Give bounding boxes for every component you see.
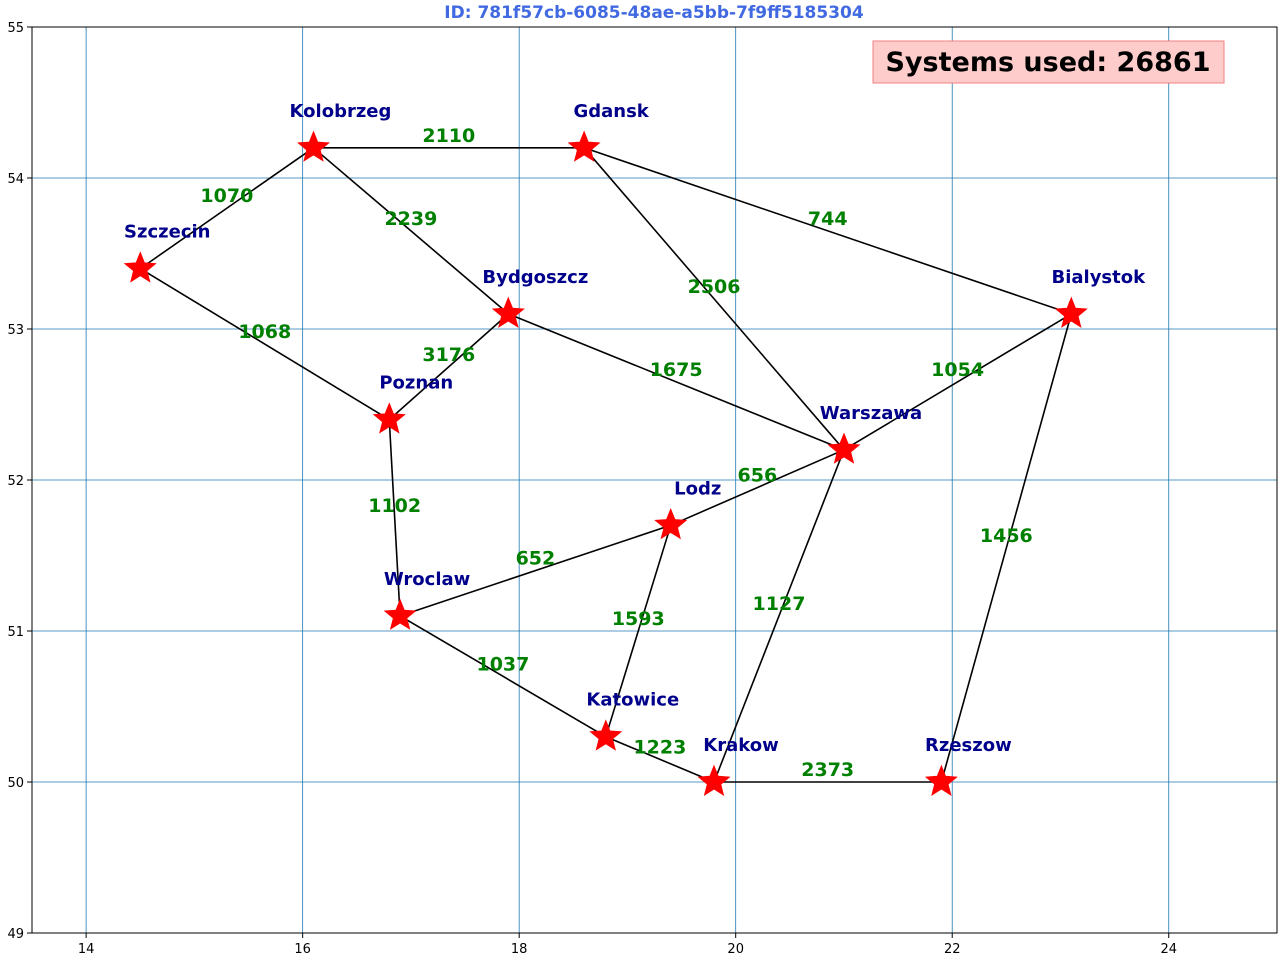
city-label-poznan: Poznan bbox=[379, 373, 453, 394]
city-label-katowice: Katowice bbox=[586, 690, 679, 711]
city-label-warszawa: Warszawa bbox=[820, 403, 922, 424]
edge-poznan-wroclaw bbox=[388, 419, 401, 616]
summary-box-background bbox=[872, 40, 1225, 84]
summary-box: Systems used: 26861 bbox=[872, 40, 1225, 84]
y-tick-label: 51 bbox=[7, 625, 24, 640]
edge-bialystok-warszawa bbox=[843, 313, 1072, 451]
edge-warszawa-lodz bbox=[670, 449, 845, 527]
edges bbox=[139, 147, 1073, 783]
x-tick-label: 14 bbox=[78, 942, 95, 957]
edge-gdansk-bialystok bbox=[583, 147, 1072, 315]
edge-labels: 1070 2110 2239 744 2506 1068 3176 1675 1054 1456 1… bbox=[200, 125, 1032, 781]
x-tick-label: 16 bbox=[294, 942, 311, 957]
city-marker-szczecin bbox=[123, 251, 157, 283]
edge-bialystok-rzeszow bbox=[940, 313, 1073, 783]
city-label-krakow: Krakow bbox=[703, 735, 778, 756]
edge-gdansk-warszawa bbox=[583, 147, 845, 451]
city-label-rzeszow: Rzeszow bbox=[925, 735, 1012, 756]
edge-katowice-krakow bbox=[605, 735, 715, 783]
city-marker-rzeszow bbox=[924, 764, 958, 796]
edge-label: 744 bbox=[808, 208, 848, 230]
city-marker-lodz bbox=[654, 507, 688, 540]
city-marker-warszawa bbox=[827, 432, 861, 464]
edge-warszawa-krakow bbox=[713, 449, 845, 783]
edge-label: 656 bbox=[738, 465, 778, 487]
edge-bydgoszcz-warszawa bbox=[508, 313, 845, 451]
summary-text: Systems used: 26861 bbox=[885, 47, 1210, 78]
edge-label: 1102 bbox=[368, 495, 421, 517]
axis-ticks: 14 16 18 20 22 24 49 50 51 52 53 54 55 bbox=[7, 21, 1177, 957]
city-label-lodz: Lodz bbox=[674, 478, 721, 499]
x-tick-label: 18 bbox=[511, 942, 528, 957]
city-marker-poznan bbox=[372, 402, 406, 434]
city-marker-wroclaw bbox=[383, 598, 417, 630]
edge-label: 3176 bbox=[422, 344, 475, 366]
city-marker-bydgoszcz bbox=[491, 296, 525, 328]
y-tick-label: 49 bbox=[7, 927, 24, 942]
city-marker-katowice bbox=[589, 719, 623, 751]
city-label-gdansk: Gdansk bbox=[573, 101, 649, 122]
x-tick-label: 22 bbox=[944, 942, 961, 957]
x-tick-label: 20 bbox=[727, 942, 744, 957]
edge-label: 1127 bbox=[753, 593, 806, 615]
edge-label: 1037 bbox=[476, 653, 529, 675]
city-label-wroclaw: Wroclaw bbox=[384, 569, 470, 590]
city-marker-bialystok bbox=[1054, 296, 1088, 328]
city-label-bydgoszcz: Bydgoszcz bbox=[482, 267, 588, 288]
edge-label: 1054 bbox=[931, 359, 984, 381]
y-tick-label: 53 bbox=[7, 323, 24, 338]
edge-kolobrzeg-bydgoszcz bbox=[312, 147, 509, 315]
y-tick-label: 50 bbox=[7, 776, 24, 791]
y-tick-label: 55 bbox=[7, 21, 24, 36]
city-marker-gdansk bbox=[567, 130, 601, 162]
edge-label: 2373 bbox=[801, 759, 854, 781]
y-tick-label: 52 bbox=[7, 474, 24, 489]
city-markers bbox=[123, 130, 1088, 796]
edge-label: 1456 bbox=[980, 525, 1033, 547]
grid bbox=[32, 26, 1277, 934]
edge-lodz-wroclaw bbox=[399, 524, 671, 617]
city-label-szczecin: Szczecin bbox=[124, 222, 210, 243]
edge-label: 2239 bbox=[384, 208, 437, 230]
city-label-kolobrzeg: Kolobrzeg bbox=[290, 101, 392, 122]
edge-label: 1675 bbox=[650, 359, 703, 381]
x-tick-label: 24 bbox=[1160, 942, 1177, 957]
edge-label: 652 bbox=[516, 548, 556, 570]
edge-lodz-katowice bbox=[605, 525, 672, 737]
city-marker-kolobrzeg bbox=[297, 130, 330, 162]
city-marker-krakow bbox=[697, 764, 731, 796]
edge-wroclaw-katowice bbox=[399, 615, 607, 738]
edge-label: 2110 bbox=[422, 125, 475, 147]
edge-bydgoszcz-poznan bbox=[388, 313, 509, 421]
chart-title: ID: 781f57cb-6085-48ae-a5bb-7f9ff5185304 bbox=[444, 3, 864, 23]
edge-label: 1070 bbox=[200, 185, 253, 207]
y-tick-label: 54 bbox=[7, 172, 24, 187]
edge-label: 2506 bbox=[688, 276, 741, 298]
edge-szczecin-kolobrzeg bbox=[139, 147, 314, 270]
city-label-bialystok: Bialystok bbox=[1051, 267, 1146, 288]
edge-szczecin-poznan bbox=[139, 267, 390, 421]
edge-label: 1223 bbox=[633, 736, 686, 758]
edge-label: 1068 bbox=[238, 321, 291, 343]
edge-label: 1593 bbox=[612, 608, 665, 630]
